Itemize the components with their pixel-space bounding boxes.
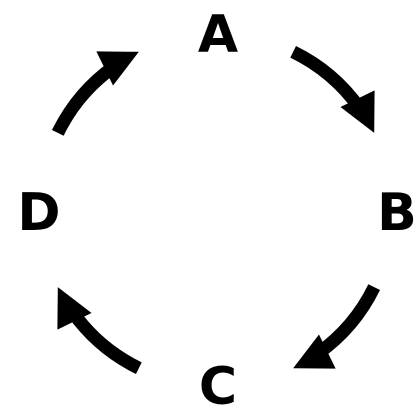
edge-b-c-arc	[313, 284, 381, 359]
nodes-layer: A B C D	[17, 5, 416, 417]
edge-b-c-arrowhead	[293, 334, 336, 369]
edge-a-b-arc	[290, 45, 365, 113]
edge-c-d-arc	[67, 307, 142, 375]
node-a-label: A	[198, 5, 238, 65]
edge-c-d-arrowhead	[57, 287, 92, 330]
edge-d-a-arrowhead	[96, 51, 139, 86]
node-c-label: C	[199, 357, 237, 417]
node-b-label: B	[377, 183, 417, 243]
node-d-label: D	[17, 183, 60, 243]
edges-layer	[51, 45, 381, 375]
edge-d-a-arc	[51, 61, 119, 136]
edge-a-b-arrowhead	[340, 90, 375, 133]
